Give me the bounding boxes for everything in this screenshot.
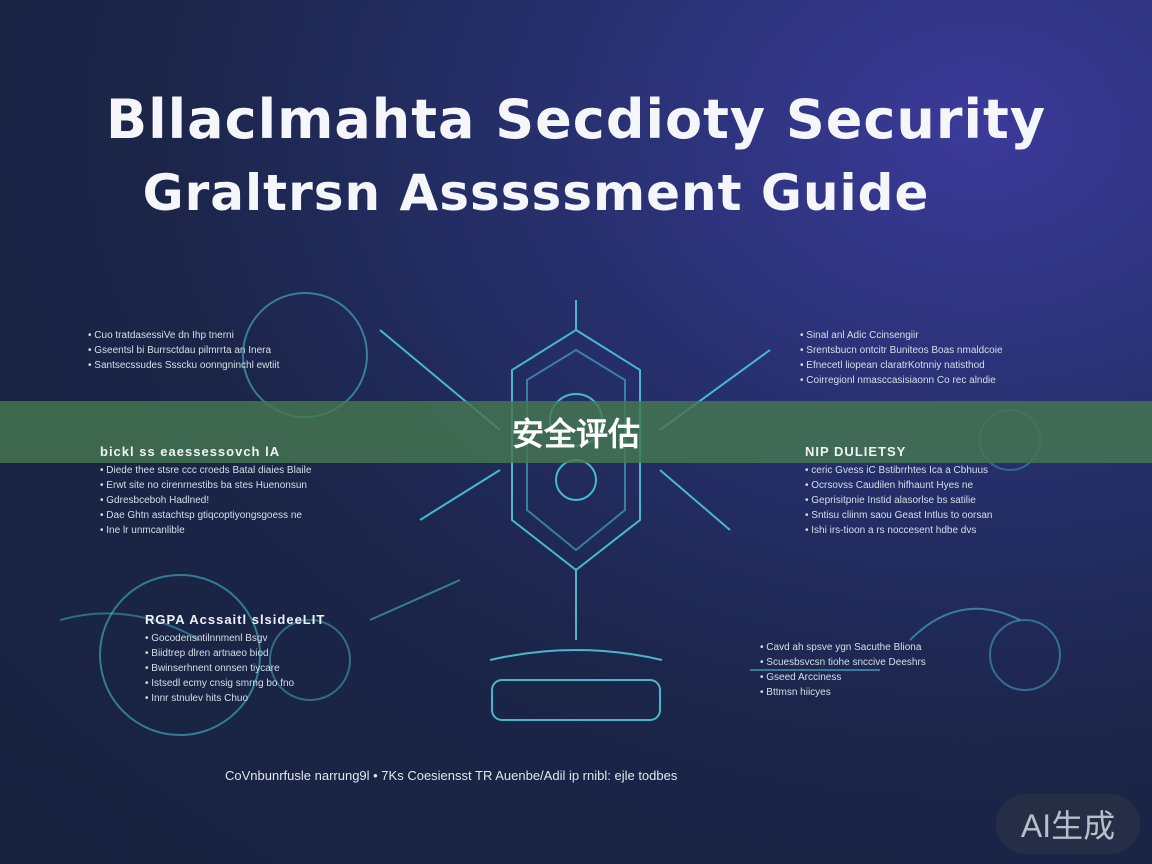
footer-text: CoVnbunrfusle narrung9l • 7Ks Coesiensst… bbox=[225, 768, 678, 783]
list-item: Coirregionl nmasccasisiaonn Co rec alndi… bbox=[800, 373, 1003, 388]
list-item: Ocrsovss Caudilen hifhaunt Hyes ne bbox=[805, 478, 992, 493]
ai-generated-badge: AI生成 bbox=[996, 794, 1140, 854]
list-item: Sntisu cliinm saou Geast Intlus to oorsa… bbox=[805, 508, 992, 523]
text-block-bottom-left: RGPA Acssaitl slsideeLIT Gocodensntilnnm… bbox=[145, 612, 325, 706]
block-heading: bickl ss eaessessovch lA bbox=[100, 444, 281, 459]
list-item: Bttmsn hiicyes bbox=[760, 685, 926, 700]
list-item: Diede thee stsre ccc croeds Batal diaies… bbox=[100, 463, 311, 478]
list-item: Gseed Arcciness bbox=[760, 670, 926, 685]
list-item: Gseentsl bi Burrsctdau pilmrrta an Inera bbox=[88, 343, 279, 358]
list-item: Istsedl ecmy cnsig smrng bo fno bbox=[145, 676, 325, 691]
title-line-1: Bllaclmahta Secdioty Security bbox=[105, 88, 1047, 151]
banner-label: 安全评估 bbox=[511, 415, 640, 453]
base-plate bbox=[491, 679, 661, 721]
list-item: Ine lr unmcanlible bbox=[100, 523, 311, 538]
list-item: Biidtrep dlren artnaeo biod bbox=[145, 646, 325, 661]
list-item: Efnecetl liopean claratrKotnniy natistho… bbox=[800, 358, 1003, 373]
list-item: Srentsbucn ontcitr Buniteos Boas nmaldco… bbox=[800, 343, 1002, 358]
shield-inner bbox=[526, 348, 626, 552]
title-line-2: Graltrsn Asssssment Guide bbox=[142, 164, 930, 222]
text-block-top-right: Sinal anl Adic Ccinsengiir Srentsbucn on… bbox=[800, 328, 1003, 388]
list-item: Ishi irs-tioon a rs noccesent hdbe dvs bbox=[805, 523, 992, 538]
list-item: Santsecssudes Ssscku oonngninchl ewtiit bbox=[88, 358, 279, 373]
list-item: ceric Gvess iC Bstibrrhtes Ica a Cbhuus bbox=[805, 463, 992, 478]
text-block-bottom-right: Cavd ah spsve ygn Sacuthe Bliona Scuesbs… bbox=[760, 640, 926, 700]
text-block-mid-right: NIP DULIETSY ceric Gvess iC Bstibrrhtes … bbox=[805, 444, 992, 538]
list-item: Gdresbceboh Hadlned! bbox=[100, 493, 311, 508]
text-block-mid-left: bickl ss eaessessovch lA Diede thee stsr… bbox=[100, 444, 311, 538]
list-item: Dae Ghtn astachtsp gtiqcoptiyongsgoess n… bbox=[100, 508, 311, 523]
block-heading: NIP DULIETSY bbox=[805, 444, 907, 459]
list-item: Geprisitpnie Instid alasorlse bs satilie bbox=[805, 493, 992, 508]
list-item: Cavd ah spsve ygn Sacuthe Bliona bbox=[760, 640, 926, 655]
list-item: Erwt site no cirenrnestibs ba stes Hueno… bbox=[100, 478, 311, 493]
block-heading: RGPA Acssaitl slsideeLIT bbox=[145, 612, 326, 627]
list-item: Innr stnulev hits Chuo bbox=[145, 691, 325, 706]
list-item: Bwinserhnent onnsen tiycare bbox=[145, 661, 325, 676]
list-item: Cuo tratdasessiVe dn Ihp tnerni bbox=[88, 328, 279, 343]
caption-banner: 安全评估 bbox=[0, 401, 1152, 463]
text-block-top-left: Cuo tratdasessiVe dn Ihp tnerni Gseentsl… bbox=[88, 328, 279, 373]
list-item: Sinal anl Adic Ccinsengiir bbox=[800, 328, 1003, 343]
list-item: Scuesbsvcsn tiohe snccive Deeshrs bbox=[760, 655, 926, 670]
list-item: Gocodensntilnnmenl Bsgv bbox=[145, 631, 325, 646]
